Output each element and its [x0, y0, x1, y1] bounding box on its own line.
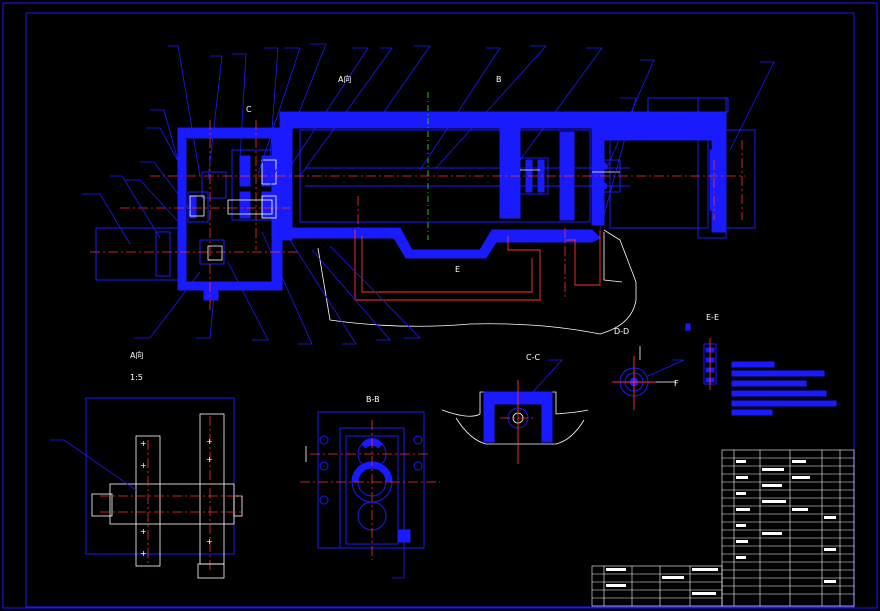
section-c-label: C — [246, 105, 252, 114]
section-b-label: B — [496, 75, 502, 84]
view-a-label-top: A向 — [338, 74, 351, 84]
view-dd-label: D-D — [614, 327, 629, 336]
svg-text:+: + — [140, 549, 147, 558]
svg-text:+: + — [206, 437, 213, 446]
parts-list-table — [591, 449, 855, 607]
svg-text:+: + — [140, 461, 147, 470]
view-ee-drawing — [685, 323, 717, 390]
view-ee-label: E-E — [706, 313, 719, 322]
svg-text:+: + — [206, 537, 213, 546]
svg-text:+: + — [140, 439, 147, 448]
section-e-label: E — [455, 265, 460, 274]
view-cc-label: C-C — [526, 353, 540, 362]
view-a-drawing: + + + + + + + — [50, 397, 244, 579]
leader-lines — [82, 43, 775, 345]
inner-border — [25, 12, 855, 608]
svg-text:+: + — [140, 527, 147, 536]
scale-label: 1:5 — [130, 373, 143, 382]
view-dd-drawing — [612, 346, 685, 410]
main-assembly-view — [90, 92, 756, 335]
view-f-label: F — [674, 379, 679, 388]
technical-notes-block — [731, 361, 837, 416]
view-bb-label: B-B — [366, 395, 380, 404]
view-a-label-left: A向 — [130, 350, 143, 360]
view-bb-drawing — [300, 411, 440, 579]
view-cc-drawing — [441, 359, 589, 464]
svg-text:+: + — [206, 455, 213, 464]
